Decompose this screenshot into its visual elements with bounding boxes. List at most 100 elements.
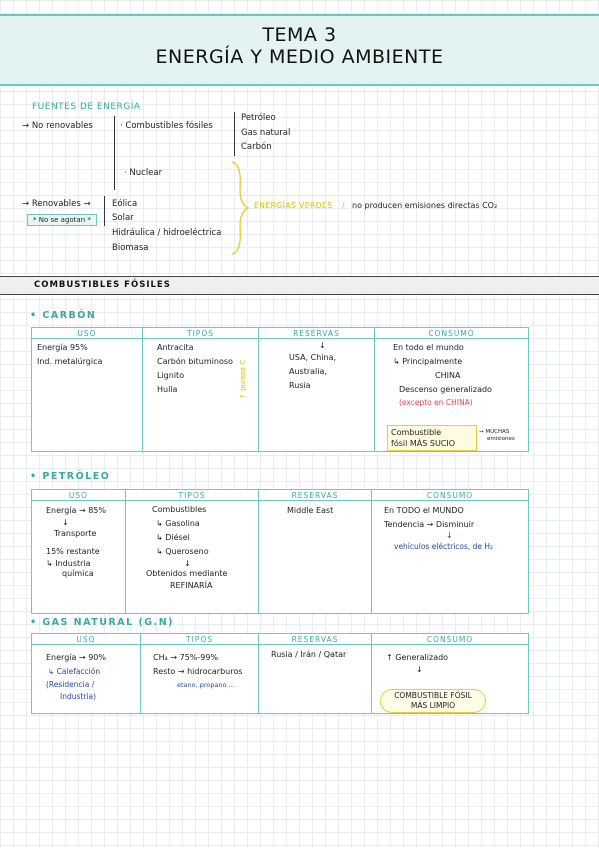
- petroleo-consumo-item: ↓: [446, 531, 453, 540]
- nuclear-label: · Nuclear: [124, 168, 163, 178]
- gas-header-consumo: CONSUMO: [371, 633, 529, 645]
- petroleo-header-reservas: RESERVAS: [258, 489, 372, 501]
- combustibles-fosiles-label: · Combustibles fósiles: [120, 121, 213, 131]
- gas-uso-item: Energía → 90%: [46, 653, 106, 662]
- section-band: COMBUSTIBLES FÓSILES: [0, 276, 599, 295]
- petroleo-cell-consumo: En TODO el MUNDO Tendencia → Disminuir ↓…: [371, 500, 529, 614]
- gas-cell-uso: Energía → 90% ↳ Calefacción (Residencia …: [31, 644, 141, 714]
- carbon-header-uso: USO: [31, 327, 143, 339]
- gas-uso-blue: (Residencia /: [46, 680, 95, 689]
- petroleo-tipo-item: REFINARÍA: [170, 581, 213, 590]
- carbon-cell-uso: Energía 95% Ind. metalúrgica: [31, 338, 143, 452]
- carbon-tipo-item: Carbón bituminoso: [157, 357, 233, 366]
- carbon-header-reservas: RESERVAS: [258, 327, 375, 339]
- energias-verdes-desc: no producen emisiones directas CO₂: [352, 201, 498, 210]
- bracket-fosiles: [234, 112, 235, 156]
- carbon-title: • CARBÓN: [30, 310, 97, 321]
- page-title-line1: TEMA 3: [262, 24, 337, 46]
- carbon-consumo-box: Combustible fósil MÁS SUCIO: [387, 425, 477, 451]
- renovables-label: → Renovables →: [22, 199, 91, 209]
- carbon-consumo-item: En todo el mundo: [393, 343, 464, 352]
- gas-uso-blue: Industria): [60, 692, 97, 701]
- bracket-no-renovables: [114, 116, 115, 190]
- petroleo-uso-item: Transporte: [54, 529, 97, 538]
- fuentes-title: FUENTES DE ENERGÍA: [32, 102, 141, 112]
- gas-oval-line: COMBUSTIBLE FÓSIL: [394, 691, 472, 700]
- gas-reserva-item: Rusia / Irán / Qatar: [271, 650, 347, 659]
- carbon-tipo-item: Antracita: [157, 343, 194, 352]
- carbon-header-tipos: TIPOS: [142, 327, 259, 339]
- petroleo-consumo-item: En TODO el MUNDO: [384, 506, 464, 515]
- petroleo-table: USO TIPOS RESERVAS CONSUMO Energía → 85%…: [31, 489, 529, 614]
- carbon-tipo-item: Hulla: [157, 385, 178, 394]
- renovable-biomasa: Biomasa: [112, 243, 149, 253]
- gas-consumo-item: ↓: [416, 665, 423, 674]
- page-header: TEMA 3 ENERGÍA Y MEDIO AMBIENTE: [0, 14, 599, 86]
- carbon-reservas-arrow: ↓: [319, 341, 326, 350]
- no-renovables-label: → No renovables: [22, 121, 93, 131]
- petroleo-uso-item: Energía → 85%: [46, 506, 106, 515]
- gas-title: • GAS NATURAL (G.N): [30, 617, 175, 628]
- petroleo-uso-item: ↓: [62, 518, 69, 527]
- petroleo-cell-tipos: Combustibles ↳ Gasolina ↳ Diésel ↳ Quero…: [125, 500, 259, 614]
- petroleo-tipo-item: ↳ Diésel: [156, 533, 190, 542]
- renovable-solar: Solar: [112, 213, 134, 223]
- petroleo-consumo-item: Tendencia → Disminuir: [384, 520, 475, 529]
- petroleo-tipo-item: Combustibles: [152, 505, 207, 514]
- petroleo-consumo-blue: vehículos eléctricos, de H₂: [394, 542, 494, 551]
- petroleo-reserva-item: Middle East: [287, 506, 334, 515]
- carbon-box-line: fósil MÁS SUCIO: [391, 439, 456, 448]
- petroleo-cell-uso: Energía → 85% ↓ Transporte 15% restante …: [31, 500, 126, 614]
- page-title-line2: ENERGÍA Y MEDIO AMBIENTE: [155, 46, 444, 68]
- gas-uso-blue: ↳ Calefacción: [48, 667, 101, 676]
- gas-consumo-item: ↑ Generalizado: [386, 653, 449, 662]
- energias-verdes-label: ENERGÍAS VERDES: [254, 201, 333, 210]
- carbon-cell-consumo: En todo el mundo ↳ Principalmente CHINA …: [374, 338, 529, 452]
- gas-cell-reservas: Rusia / Irán / Qatar: [258, 644, 372, 714]
- gas-header-uso: USO: [31, 633, 141, 645]
- gas-tipo-item: Resto → hidrocarburos: [153, 667, 243, 676]
- petroleo-cell-reservas: Middle East: [258, 500, 372, 614]
- gas-tipo-blue: etano, propano ...: [177, 681, 235, 689]
- petroleo-tipo-item: ↳ Gasolina: [156, 519, 200, 528]
- gas-tipo-item: CH₄ → 75%-99%: [153, 653, 219, 662]
- carbon-reserva-item: Australia,: [289, 367, 327, 376]
- fosil-gas-natural: Gas natural: [241, 128, 291, 138]
- carbon-note-line: → MUCHAS: [479, 429, 510, 435]
- fosil-petroleo: Petróleo: [241, 113, 276, 123]
- gas-oval-line: MÁS LIMPIO: [410, 701, 456, 710]
- petroleo-header-tipos: TIPOS: [125, 489, 259, 501]
- bracket-renovables: [104, 196, 105, 226]
- carbon-uso-item: Ind. metalúrgica: [37, 357, 103, 366]
- carbon-tipo-item: Lignito: [157, 371, 185, 380]
- gas-cell-tipos: CH₄ → 75%-99% Resto → hidrocarburos etan…: [140, 644, 259, 714]
- carbon-consumo-item: Descenso generalizado: [399, 385, 492, 394]
- gas-table: USO TIPOS RESERVAS CONSUMO Energía → 90%…: [31, 633, 529, 714]
- carbon-consumo-excepto: (excepto en CHINA): [399, 398, 473, 407]
- renovables-note: * No se agotan *: [27, 214, 97, 226]
- petroleo-tipo-item: ↓: [184, 559, 191, 568]
- petroleo-uso-item: química: [62, 569, 94, 578]
- carbon-consumo-item: ↳ Principalmente: [393, 357, 463, 366]
- carbon-cell-tipos: Antracita Carbón bituminoso Lignito Hull…: [142, 338, 259, 452]
- carbon-table: USO TIPOS RESERVAS CONSUMO Energía 95% I…: [31, 327, 529, 452]
- petroleo-uso-item: 15% restante: [46, 547, 100, 556]
- carbon-reserva-item: USA, China,: [289, 353, 337, 362]
- carbon-uso-item: Energía 95%: [37, 343, 88, 352]
- petroleo-uso-item: ↳ Industria: [46, 559, 91, 568]
- gas-cell-consumo: ↑ Generalizado ↓ COMBUSTIBLE FÓSIL MÁS L…: [371, 644, 529, 714]
- carbon-consumo-note: → MUCHAS emisiones: [479, 429, 515, 443]
- carbon-consumo-item: CHINA: [435, 371, 461, 380]
- gas-header-tipos: TIPOS: [140, 633, 259, 645]
- gas-header-reservas: RESERVAS: [258, 633, 372, 645]
- gas-consumo-oval: COMBUSTIBLE FÓSIL MÁS LIMPIO: [380, 689, 486, 713]
- renovable-eolica: Eólica: [112, 199, 138, 209]
- carbon-pureza-arrow: ↑ pureza C: [239, 359, 247, 399]
- carbon-header-consumo: CONSUMO: [374, 327, 529, 339]
- yellow-brace: [231, 161, 250, 255]
- carbon-box-line: Combustible: [391, 428, 442, 437]
- petroleo-tipo-item: Obtenidos mediante: [146, 569, 228, 578]
- carbon-reserva-item: Rusia: [289, 381, 311, 390]
- energias-verdes-sep: /: [342, 201, 345, 210]
- fosil-carbon: Carbón: [241, 142, 272, 152]
